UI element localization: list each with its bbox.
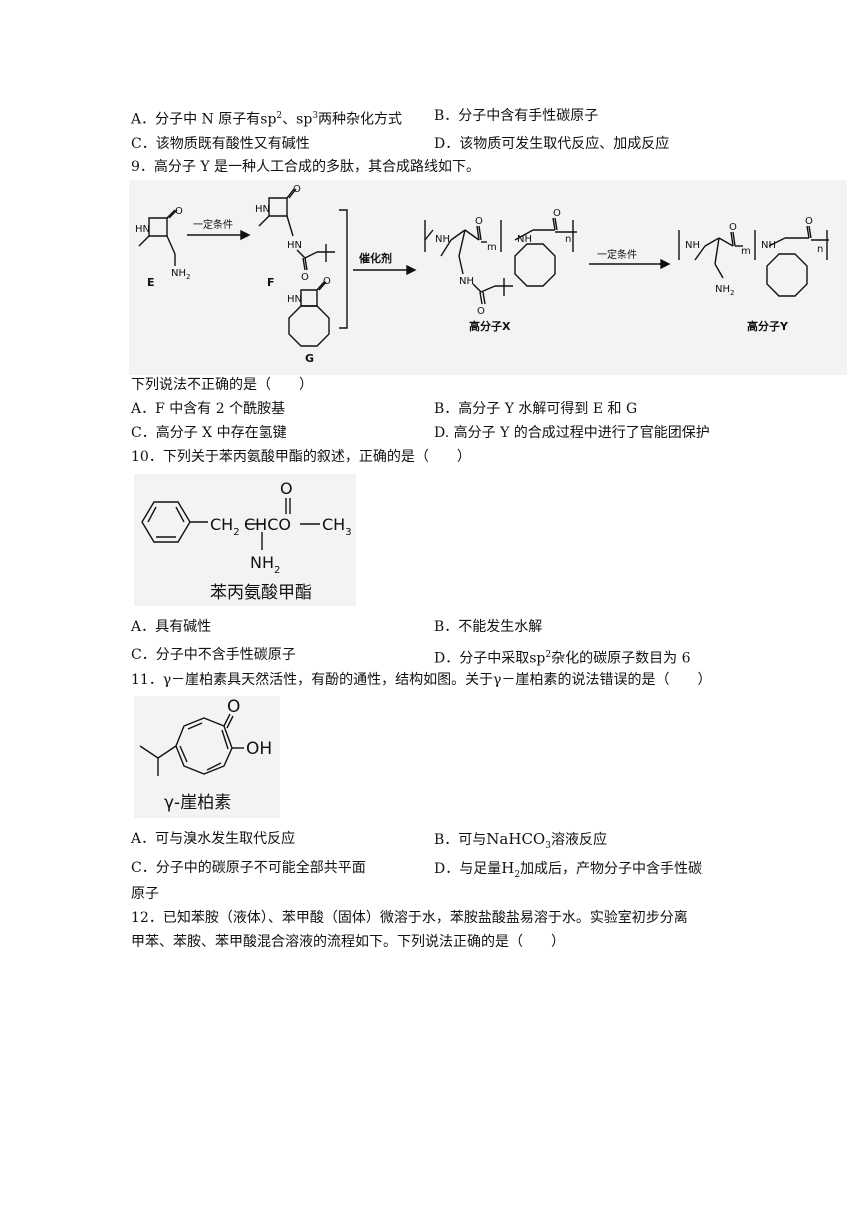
- q8-option-a-text: A．分子中 N 原子有: [131, 111, 261, 128]
- q9-option-d: D. 高分子 Y 的合成过程中进行了官能团保护: [434, 425, 710, 441]
- sup: 2: [545, 650, 552, 660]
- e-hn-label: HN: [135, 224, 150, 235]
- sp-term: sp: [260, 111, 277, 128]
- q11-structure: O OH γ-崖柏素: [134, 696, 280, 818]
- label-e: E: [147, 276, 155, 289]
- nh2-group: NH2: [250, 553, 280, 576]
- x-side-o-label: O: [477, 306, 485, 317]
- oh-group: OH: [246, 739, 272, 759]
- q11-option-d-tail: 加成后，产物分子中含手性碳: [520, 861, 703, 877]
- x-nh-label: NH: [435, 234, 450, 245]
- q10-option-d: D．分子中采取sp2杂化的碳原子数目为 6: [434, 645, 690, 669]
- q9-synthesis-scheme: HN O NH2 E 一定条件 HN O HN O F HN O G 催化剂 N…: [129, 180, 847, 375]
- y-nh2b-label: NH: [761, 240, 776, 251]
- y-nh-label: NH: [685, 240, 700, 251]
- arrow3-label: 一定条件: [597, 248, 637, 261]
- x-o2-label: O: [553, 208, 561, 219]
- q8-option-c: C．该物质既有酸性又有碱性: [131, 136, 310, 152]
- f-o-label: O: [293, 184, 301, 195]
- y-nh2-label: NH2: [715, 284, 734, 297]
- h2-formula: H: [501, 859, 515, 877]
- carbonyl-o: O: [280, 479, 293, 498]
- q8-option-d: D．该物质可发生取代反应、加成反应: [434, 136, 670, 152]
- sp-term: sp: [529, 650, 546, 667]
- label-x: 高分子X: [469, 319, 511, 333]
- q11-caption: γ-崖柏素: [164, 793, 231, 813]
- q10-option-c: C．分子中不含手性碳原子: [131, 647, 296, 663]
- q9-stem: 9．高分子 Y 是一种人工合成的多肽，其合成路线如下。: [131, 159, 481, 175]
- q11-option-d-text: D．与足量: [434, 861, 502, 877]
- q8-option-a: A．分子中 N 原子有sp2、sp3两种杂化方式: [131, 106, 402, 130]
- ch3-group: CH3: [322, 515, 352, 538]
- chc-group: CHCO: [244, 515, 291, 534]
- x-n-label: n: [565, 234, 571, 245]
- q10-caption: 苯丙氨酸甲酯: [210, 583, 312, 603]
- sub: 3: [545, 840, 551, 851]
- e-nh2-label: NH2: [171, 268, 190, 281]
- label-f: F: [267, 276, 275, 289]
- nahco3-formula: NaHCO: [486, 830, 546, 848]
- q11-stem: 11．γ－崖柏素具天然活性，有酚的通性，结构如图。关于γ－崖柏素的说法错误的是（…: [131, 672, 712, 688]
- q11-option-b-tail: 溶液反应: [550, 832, 607, 848]
- q11-option-a: A．可与溴水发生取代反应: [131, 831, 296, 847]
- q10-option-a: A．具有碱性: [131, 619, 212, 635]
- separator: 、: [282, 111, 297, 128]
- y-m-label: m: [741, 246, 751, 257]
- arrow1-label: 一定条件: [193, 218, 233, 231]
- q11-option-b: B．可与NaHCO3溶液反应: [434, 829, 607, 856]
- x-side-nh-label: NH: [459, 276, 474, 287]
- q9-option-b: B．高分子 Y 水解可得到 E 和 G: [434, 401, 638, 417]
- label-y: 高分子Y: [747, 319, 789, 333]
- q9-option-a: A．F 中含有 2 个酰胺基: [131, 401, 286, 417]
- arrow2-label: 催化剂: [359, 251, 392, 265]
- q11-option-d-continued: 原子: [131, 886, 159, 902]
- q10-option-d-tail: 杂化的碳原子数目为 6: [551, 650, 691, 667]
- sup: 2: [276, 111, 283, 121]
- q8-option-a-tail: 两种杂化方式: [318, 111, 403, 128]
- sub: 2: [514, 869, 521, 880]
- y-o-label: O: [729, 222, 737, 233]
- f-nh-label: HN: [287, 240, 302, 251]
- f-amide-o-label: O: [301, 272, 309, 283]
- x-nh2-label: NH: [517, 234, 532, 245]
- q11-option-d: D．与足量H2加成后，产物分子中含手性碳: [434, 858, 702, 885]
- carbonyl-o: O: [227, 697, 240, 717]
- label-g: G: [305, 352, 314, 365]
- sup: 3: [312, 111, 319, 121]
- ch2-group: CH2: [210, 515, 240, 538]
- q9-ask: 下列说法不正确的是（ ）: [131, 377, 313, 393]
- y-n-label: n: [817, 244, 823, 255]
- q10-option-b: B．不能发生水解: [434, 619, 543, 635]
- q12-stem-line1: 12．已知苯胺（液体）、苯甲酸（固体）微溶于水，苯胺盐酸盐易溶于水。实验室初步分…: [131, 910, 688, 926]
- e-o-label: O: [175, 206, 183, 217]
- q10-structure: CH2 CHCO O CH3 NH2 苯丙氨酸甲酯: [134, 474, 356, 606]
- x-m-label: m: [487, 242, 497, 253]
- x-o-label: O: [475, 216, 483, 227]
- y-o2-label: O: [805, 216, 813, 227]
- f-hn-label: HN: [255, 204, 270, 215]
- q8-option-b: B．分子中含有手性碳原子: [434, 108, 599, 124]
- q10-option-d-text: D．分子中采取: [434, 650, 530, 667]
- q9-option-c: C．高分子 X 中存在氢键: [131, 425, 287, 441]
- q11-option-b-text: B．可与: [434, 832, 487, 848]
- g-hn-label: HN: [287, 294, 302, 305]
- q10-stem: 10．下列关于苯丙氨酸甲酯的叙述，正确的是（ ）: [131, 449, 471, 465]
- q11-option-c: C．分子中的碳原子不可能全部共平面: [131, 860, 366, 876]
- q12-stem-line2: 甲苯、苯胺、苯甲酸混合溶液的流程如下。下列说法正确的是（ ）: [131, 934, 565, 950]
- g-o-label: O: [323, 276, 331, 287]
- sp-term: sp: [296, 111, 313, 128]
